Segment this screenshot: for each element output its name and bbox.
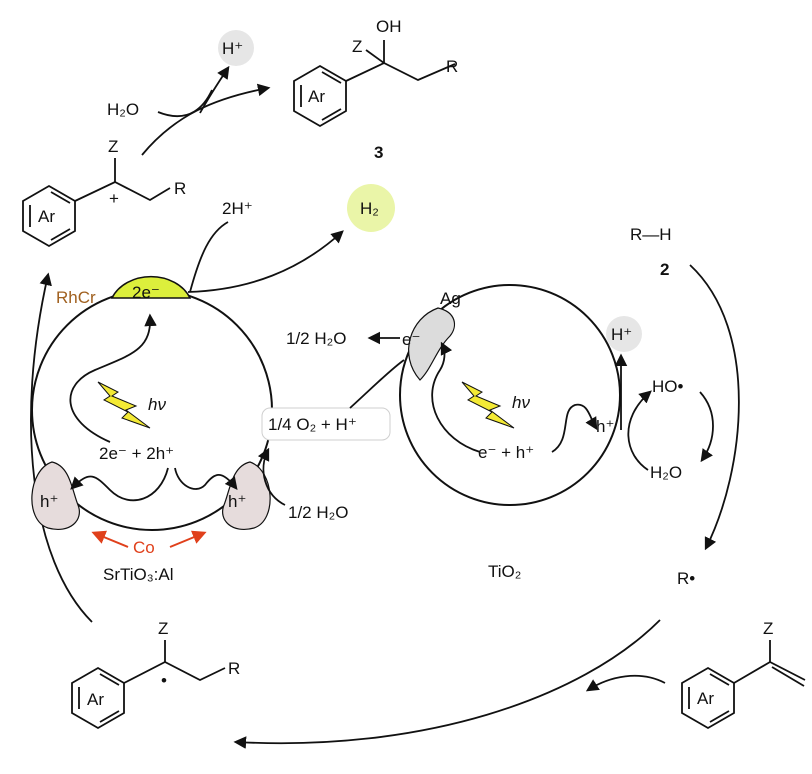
alkene-ar: Ar xyxy=(697,689,714,708)
ho-to-h2o-arrow xyxy=(699,391,714,463)
srtio3-label: SrTiO₃:Al xyxy=(103,565,174,584)
rh-label: R—H xyxy=(630,225,672,244)
rh-number: 2 xyxy=(660,260,669,279)
tio2-label: TiO₂ xyxy=(488,562,521,581)
tio2-particle xyxy=(399,284,621,506)
hole-left-label: h⁺ xyxy=(40,492,58,511)
hplus-out-arrow xyxy=(199,65,230,114)
h2-label: H₂ xyxy=(360,199,379,218)
quarter-o2-box xyxy=(261,407,391,441)
top-hplus-label: H⁺ xyxy=(222,39,243,58)
hole-right-label: h⁺ xyxy=(228,492,246,511)
co-label: Co xyxy=(133,538,155,557)
product-number: 3 xyxy=(374,143,383,162)
product-r: R xyxy=(446,57,458,76)
ho-radical-label: HO• xyxy=(652,377,684,396)
h2o-to-ho-arrow xyxy=(627,390,652,471)
two-hplus-label: 2H⁺ xyxy=(222,199,253,218)
lightning-bolt-icon xyxy=(461,381,515,429)
hplus-right-dot xyxy=(606,316,642,352)
cycle-arrow-top-right xyxy=(689,264,740,551)
e-minus-ag-label: e⁻ xyxy=(402,330,420,349)
cation-plus: + xyxy=(109,189,119,208)
two-e-label: 2e⁻ xyxy=(132,283,160,302)
two-hplus-arrow xyxy=(189,221,229,293)
top-hplus-dot xyxy=(218,30,254,66)
electron-arrow-right xyxy=(431,341,481,453)
radical-ar: Ar xyxy=(87,690,104,709)
benzylic-radical: Ar Z • R xyxy=(71,619,240,730)
hv-left-label: hν xyxy=(148,395,166,414)
ag-cocatalyst xyxy=(408,307,456,381)
hole-arrow-left xyxy=(70,467,169,502)
lightning-bolt-icon xyxy=(97,381,151,429)
charge-separation-right: e⁻ + h⁺ xyxy=(478,443,534,462)
r-radical-label: R• xyxy=(677,569,695,588)
product-ar: Ar xyxy=(308,87,325,106)
half-h2o-bottom-label: 1/2 H₂O xyxy=(288,503,348,522)
cation-r: R xyxy=(174,179,186,198)
rhcr-cocatalyst xyxy=(110,275,192,299)
hv-right-label: hν xyxy=(512,393,530,412)
ag-label: Ag xyxy=(440,289,461,308)
radical-r: R xyxy=(228,659,240,678)
h2o-top-label: H₂O xyxy=(107,100,139,119)
h2-dot xyxy=(347,184,395,232)
cation-ar: Ar xyxy=(38,207,55,226)
product-z: Z xyxy=(352,37,362,56)
product-oh: OH xyxy=(376,17,402,36)
h2o-right-label: H₂O xyxy=(650,463,682,482)
alkene-to-radical-arrow xyxy=(585,674,666,692)
cycle-arrow-bottom xyxy=(233,619,661,749)
electron-arrow-left xyxy=(69,313,157,443)
styrene-substrate: Ar Z xyxy=(681,619,806,730)
h2-arrow xyxy=(187,230,344,293)
radical-z: Z xyxy=(158,619,168,638)
o2-to-ag-link xyxy=(349,359,405,409)
alkene-z: Z xyxy=(763,619,773,638)
hole-arrow-tio2 xyxy=(551,403,598,453)
cycle-arrow-left xyxy=(30,272,93,623)
rhcr-label: RhCr xyxy=(56,288,96,307)
benzylic-cation: Ar Z + R xyxy=(22,137,186,248)
hplus-right-label: H⁺ xyxy=(611,325,632,344)
quarter-o2-label: 1/4 O₂ + H⁺ xyxy=(268,415,357,434)
hole-tio2-label: h⁺ xyxy=(596,417,614,436)
product-alcohol: Ar OH Z R 3 xyxy=(293,17,458,162)
hole-arrow-right xyxy=(174,467,238,490)
co-arrow-right xyxy=(169,530,207,548)
hydration-arrow xyxy=(141,83,271,156)
half-h2o-top-label: 1/2 H₂O xyxy=(286,329,346,348)
charge-separation-left: 2e⁻ + 2h⁺ xyxy=(99,444,174,463)
cation-z: Z xyxy=(108,137,118,156)
h2o-in-arrow xyxy=(157,89,213,118)
radical-dot: • xyxy=(161,671,167,690)
co-arrow-left xyxy=(91,530,129,548)
water-oxidation-arrow xyxy=(257,447,286,506)
